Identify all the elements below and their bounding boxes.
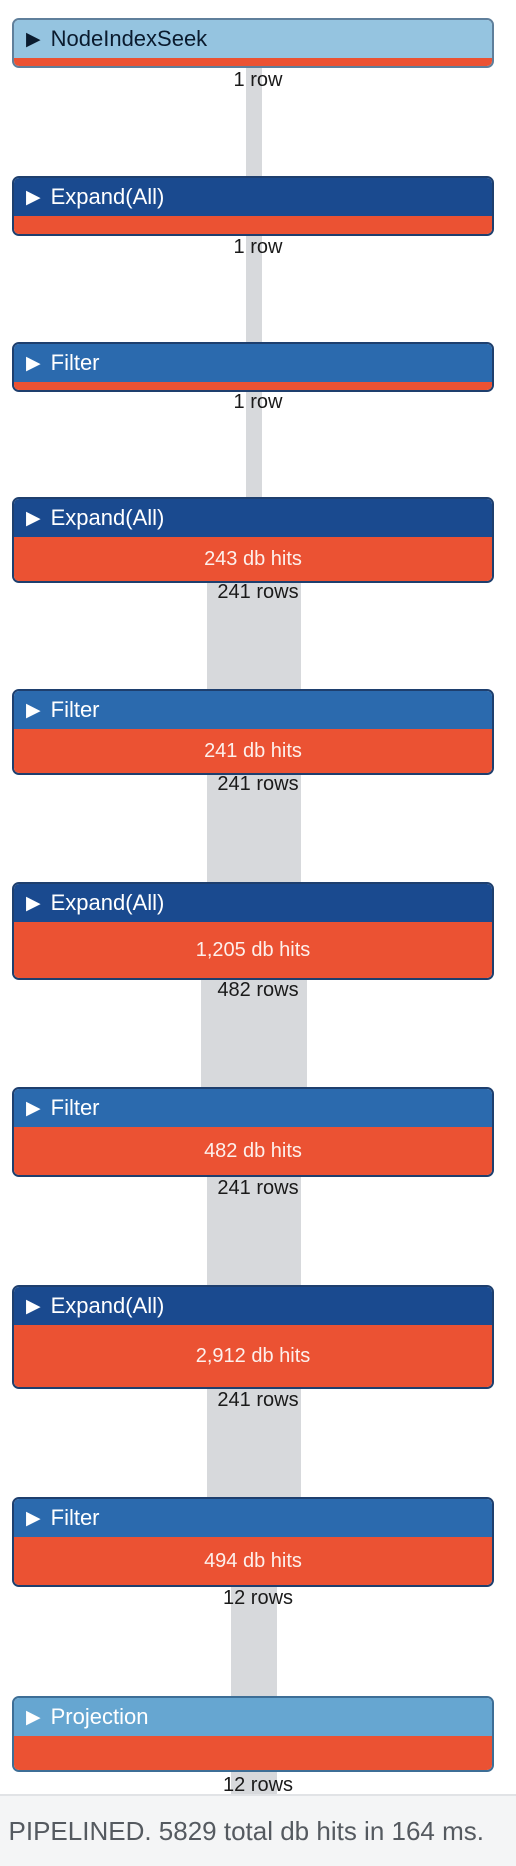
plan-operator[interactable]: ▶ Expand(All) 2,912 db hits xyxy=(12,1285,494,1389)
plan-operator[interactable]: ▶ Expand(All) xyxy=(12,176,494,236)
operator-row-count: 1 row xyxy=(233,236,283,258)
row-flow-pipe xyxy=(207,583,301,689)
operator-db-hits xyxy=(14,382,492,390)
operator-db-hits xyxy=(14,1736,492,1770)
row-flow-pipe xyxy=(207,1177,301,1285)
plan-summary-bar: Cypher version: CYPHER 3.5, planner: COS… xyxy=(0,1794,516,1866)
operator-header[interactable]: ▶ Expand(All) xyxy=(14,499,492,537)
operator-name: NodeIndexSeek xyxy=(50,26,208,51)
operator-name: Projection xyxy=(50,1704,149,1729)
expand-triangle-icon[interactable]: ▶ xyxy=(26,1706,41,1728)
expand-triangle-icon[interactable]: ▶ xyxy=(26,892,41,914)
plan-operator[interactable]: ▶ NodeIndexSeek xyxy=(12,18,494,68)
plan-summary-text: Cypher version: CYPHER 3.5, planner: COS… xyxy=(0,1815,484,1846)
row-flow-pipe xyxy=(246,68,262,176)
row-flow-pipe xyxy=(246,392,262,497)
row-flow-pipe xyxy=(207,775,301,882)
operator-name: Expand(All) xyxy=(50,184,165,209)
operator-db-hits: 2,912 db hits xyxy=(14,1325,492,1387)
operator-db-hits: 482 db hits xyxy=(14,1127,492,1175)
operator-header[interactable]: ▶ Filter xyxy=(14,344,492,382)
operator-row-count: 1 row xyxy=(233,391,283,413)
row-flow-pipe xyxy=(201,980,307,1087)
operator-row-count: 482 rows xyxy=(217,979,299,1001)
plan-operator[interactable]: ▶ Expand(All) 1,205 db hits xyxy=(12,882,494,980)
operator-header[interactable]: ▶ Expand(All) xyxy=(14,884,492,922)
operator-row-count: 12 rows xyxy=(222,1587,294,1609)
row-flow-pipe xyxy=(207,1389,301,1497)
plan-operator[interactable]: ▶ Filter 494 db hits xyxy=(12,1497,494,1587)
expand-triangle-icon[interactable]: ▶ xyxy=(26,699,41,721)
operator-name: Expand(All) xyxy=(50,505,165,530)
plan-operator[interactable]: ▶ Filter 241 db hits xyxy=(12,689,494,775)
expand-triangle-icon[interactable]: ▶ xyxy=(26,28,41,50)
expand-triangle-icon[interactable]: ▶ xyxy=(26,352,41,374)
operator-db-hits: 494 db hits xyxy=(14,1537,492,1585)
operator-db-hits: 1,205 db hits xyxy=(14,922,492,978)
operator-header[interactable]: ▶ Expand(All) xyxy=(14,1287,492,1325)
plan-operator[interactable]: ▶ Expand(All) 243 db hits xyxy=(12,497,494,583)
plan-operator[interactable]: ▶ Projection xyxy=(12,1696,494,1772)
expand-triangle-icon[interactable]: ▶ xyxy=(26,507,41,529)
operator-name: Expand(All) xyxy=(50,890,165,915)
plan-operator[interactable]: ▶ Filter xyxy=(12,342,494,392)
operator-db-hits xyxy=(14,216,492,234)
operator-name: Expand(All) xyxy=(50,1293,165,1318)
operator-header[interactable]: ▶ Filter xyxy=(14,1499,492,1537)
operator-header[interactable]: ▶ Expand(All) xyxy=(14,178,492,216)
operator-db-hits xyxy=(14,58,492,66)
operator-row-count: 241 rows xyxy=(217,581,299,603)
operator-db-hits: 243 db hits xyxy=(14,537,492,581)
expand-triangle-icon[interactable]: ▶ xyxy=(26,1507,41,1529)
operator-header[interactable]: ▶ Filter xyxy=(14,691,492,729)
operator-row-count: 241 rows xyxy=(217,773,299,795)
operator-header[interactable]: ▶ Projection xyxy=(14,1698,492,1736)
expand-triangle-icon[interactable]: ▶ xyxy=(26,1097,41,1119)
operator-header[interactable]: ▶ Filter xyxy=(14,1089,492,1127)
operator-name: Filter xyxy=(50,1505,100,1530)
operator-header[interactable]: ▶ NodeIndexSeek xyxy=(14,20,492,58)
operator-row-count: 1 row xyxy=(233,69,283,91)
operator-row-count: 241 rows xyxy=(217,1389,299,1411)
operator-name: Filter xyxy=(50,697,100,722)
row-flow-pipe xyxy=(246,236,262,342)
plan-operator[interactable]: ▶ Filter 482 db hits xyxy=(12,1087,494,1177)
row-flow-pipe xyxy=(231,1587,277,1696)
operator-db-hits: 241 db hits xyxy=(14,729,492,773)
operator-row-count: 12 rows xyxy=(222,1774,294,1796)
expand-triangle-icon[interactable]: ▶ xyxy=(26,186,41,208)
expand-triangle-icon[interactable]: ▶ xyxy=(26,1295,41,1317)
operator-name: Filter xyxy=(50,350,100,375)
operator-row-count: 241 rows xyxy=(217,1177,299,1199)
operator-name: Filter xyxy=(50,1095,100,1120)
